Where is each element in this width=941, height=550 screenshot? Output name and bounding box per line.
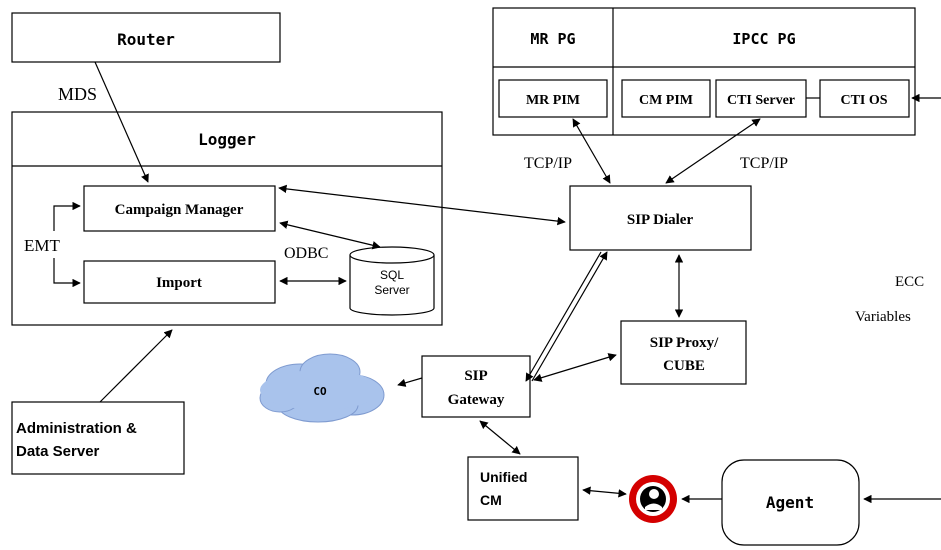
router-label: Router xyxy=(117,30,175,49)
cti-server-node: CTI Server xyxy=(715,79,807,118)
tcpip-left-label: TCP/IP xyxy=(524,155,572,172)
cti-server-label: CTI Server xyxy=(727,93,795,108)
sip-dialer-node: SIP Dialer xyxy=(569,185,752,251)
unified-cm-node: Unified CM xyxy=(467,456,579,521)
sip-gateway-label-2: Gateway xyxy=(448,392,505,408)
campaign-manager-node: Campaign Manager xyxy=(83,185,276,232)
agent-label: Agent xyxy=(766,493,814,512)
mr-pg-label: MR PG xyxy=(530,30,575,48)
ipcc-pg-label: IPCC PG xyxy=(732,30,795,48)
cm-pim-label: CM PIM xyxy=(639,93,693,108)
sip-proxy-label-2: CUBE xyxy=(663,358,705,374)
emt-label: EMT xyxy=(24,236,61,255)
cm-pim-node: CM PIM xyxy=(621,79,711,118)
logger-label: Logger xyxy=(198,130,256,149)
admin-data-server-node: Administration & Data Server xyxy=(11,401,185,475)
sql-server-label-2: Server xyxy=(374,283,409,297)
sip-dialer-label: SIP Dialer xyxy=(627,212,694,228)
co-label: CO xyxy=(313,385,327,398)
tcpip-right-label: TCP/IP xyxy=(740,155,788,172)
sql-server-label-1: SQL xyxy=(380,268,404,282)
mds-label: MDS xyxy=(58,84,97,104)
cti-os-node: CTI OS xyxy=(819,79,910,118)
import-label: Import xyxy=(156,275,202,291)
odbc-label: ODBC xyxy=(284,245,328,262)
agent-node: Agent xyxy=(721,459,860,546)
sip-proxy-label-1: SIP Proxy/ xyxy=(650,335,719,351)
campaign-manager-label: Campaign Manager xyxy=(115,202,244,218)
ecc-label: ECC xyxy=(895,274,924,290)
variables-label: Variables xyxy=(855,309,911,325)
unified-cm-label-1: Unified xyxy=(480,469,527,485)
sip-gateway-label-1: SIP xyxy=(464,368,487,384)
unified-cm-label-2: CM xyxy=(480,492,502,508)
sip-gateway-node: SIP Gateway xyxy=(421,355,531,418)
mr-pim-node: MR PIM xyxy=(498,79,608,118)
headset-agent-icon xyxy=(629,475,677,523)
router-node: Router xyxy=(11,12,281,63)
mr-pim-label: MR PIM xyxy=(526,93,580,108)
cti-os-label: CTI OS xyxy=(840,93,887,108)
co-cloud: CO xyxy=(259,353,385,423)
admin-label-2: Data Server xyxy=(16,443,100,460)
import-node: Import xyxy=(83,260,276,304)
database-cylinder-icon xyxy=(349,246,435,264)
admin-label-1: Administration & xyxy=(16,420,137,437)
sip-proxy-cube-node: SIP Proxy/ CUBE xyxy=(620,320,747,385)
sql-server-node: SQL Server xyxy=(349,246,435,316)
